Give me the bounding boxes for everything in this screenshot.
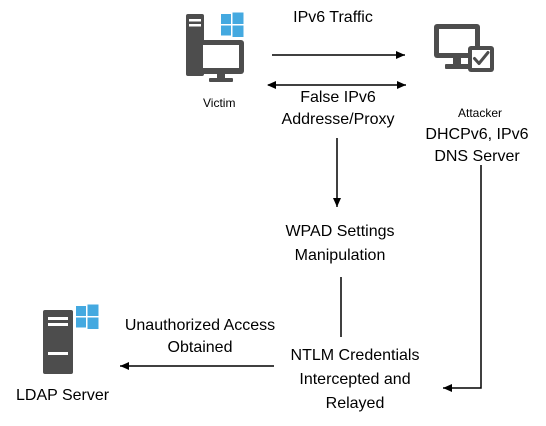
ipv6-traffic-label: IPv6 Traffic xyxy=(293,9,373,26)
ntlm-label-line2: Intercepted and xyxy=(299,371,411,388)
windows-server-icon xyxy=(43,304,99,374)
windows-workstation-icon xyxy=(186,12,244,82)
attacker-sublabel-line2: DNS Server xyxy=(434,148,520,165)
attacker-label: Attacker xyxy=(457,106,502,120)
unauthorized-label-line2: Obtained xyxy=(167,339,233,356)
attacker-to-ntlm-arrow xyxy=(443,165,482,392)
unauthorized-label-line1: Unauthorized Access xyxy=(124,317,276,334)
ldap-server-label: LDAP Server xyxy=(16,387,110,404)
ntlm-label-line1: NTLM Credentials xyxy=(290,347,420,364)
false-ipv6-label-line2: Addresse/Proxy xyxy=(281,111,395,128)
victim-label: Victim xyxy=(203,96,236,110)
monitor-checkmark-icon xyxy=(434,24,494,72)
wpad-label-line1: WPAD Settings xyxy=(285,223,395,240)
ntlm-label-line3: Relayed xyxy=(325,395,385,412)
attacker-sublabel-line1: DHCPv6, IPv6 xyxy=(425,126,529,143)
wpad-label-line2: Manipulation xyxy=(294,247,386,264)
false-ipv6-label-line1: False IPv6 xyxy=(300,89,376,106)
